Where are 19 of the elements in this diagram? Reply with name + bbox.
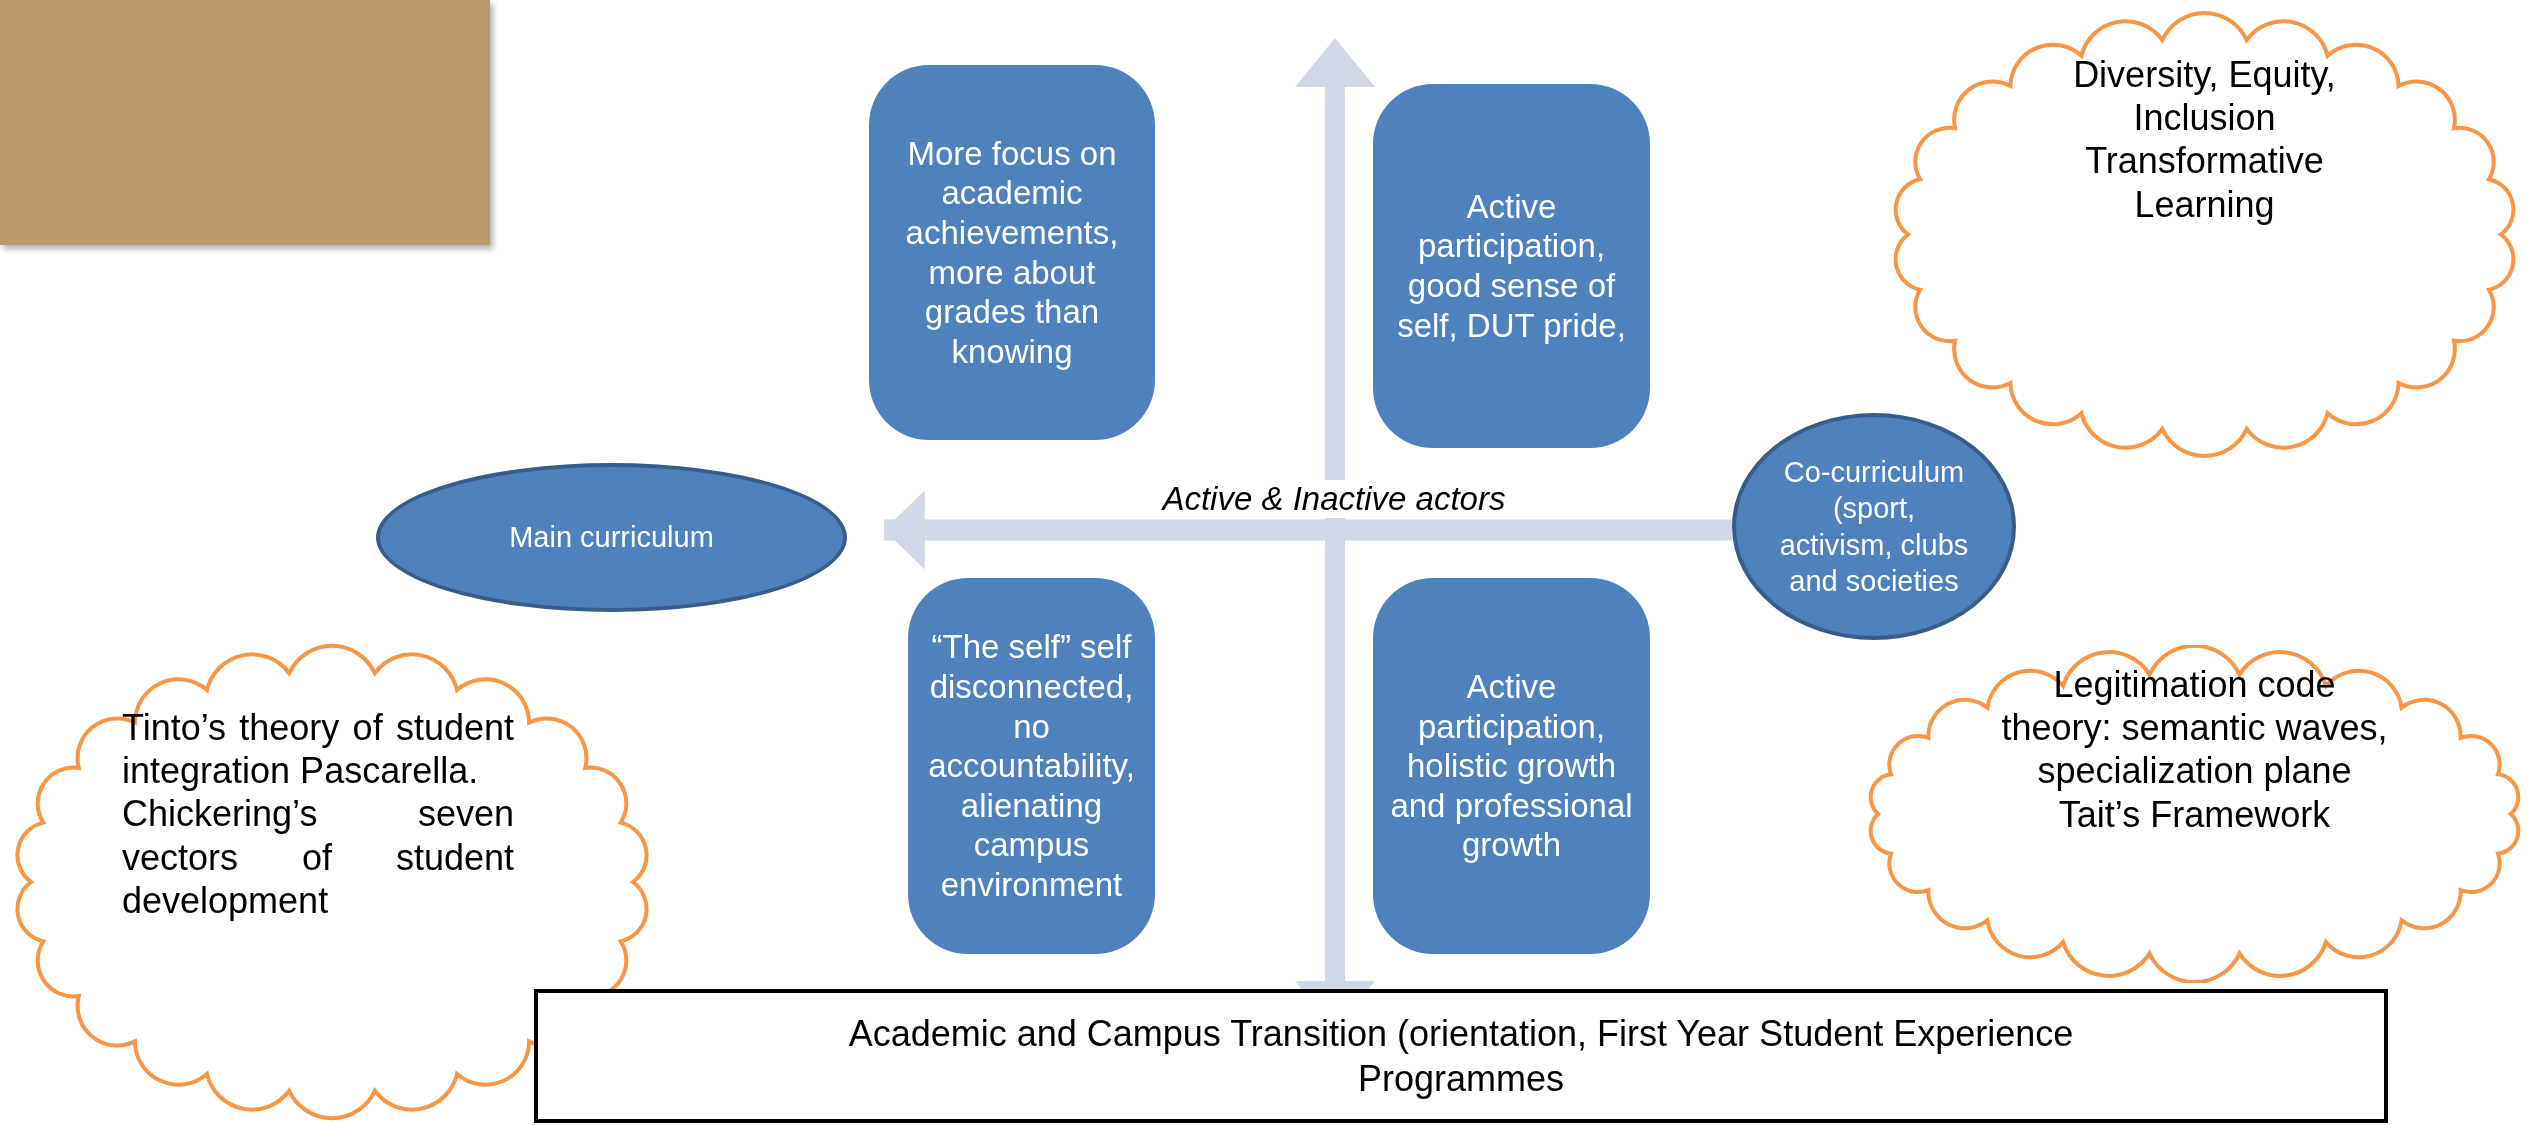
transition-box [534, 989, 2388, 1123]
node-text: “The self” self disconnected, no accountability, alienating campus environment [927, 627, 1136, 905]
quadrant-box [1373, 578, 1650, 954]
quadrant-box [869, 65, 1155, 440]
cloud-text: Transformative Learning [2084, 139, 2325, 226]
node-text: Active participation, good sense of self, DUT pride, [1396, 186, 1627, 346]
cloud-text: Tinto’s theory of student integration Pascarella. [122, 706, 514, 793]
cloud-text: Tait’s Framework [2057, 792, 2332, 836]
node-text: Academic and Campus Transition (orientation, First Year Student Experience Programmes [847, 1012, 2075, 1101]
cloud-text: Chickering’s seven vectors of student development [122, 792, 514, 922]
quadrant-box [1373, 84, 1650, 448]
node-text: Co-curriculum (sport, activism, clubs and societies [1778, 455, 1970, 599]
block-arrow [883, 490, 1733, 570]
node-text: Main curriculum [509, 520, 714, 556]
node-text: Active participation, holistic growth and professional growth [1389, 667, 1634, 865]
quadrant-box [908, 578, 1155, 954]
node-text: More focus on academic achievements, more about grades than knowing [904, 133, 1120, 372]
cloud-text: Legitimation code theory: semantic waves, specialization plane [2000, 663, 2389, 793]
cloud-text: Diversity, Equity, Inclusion [2072, 53, 2337, 140]
